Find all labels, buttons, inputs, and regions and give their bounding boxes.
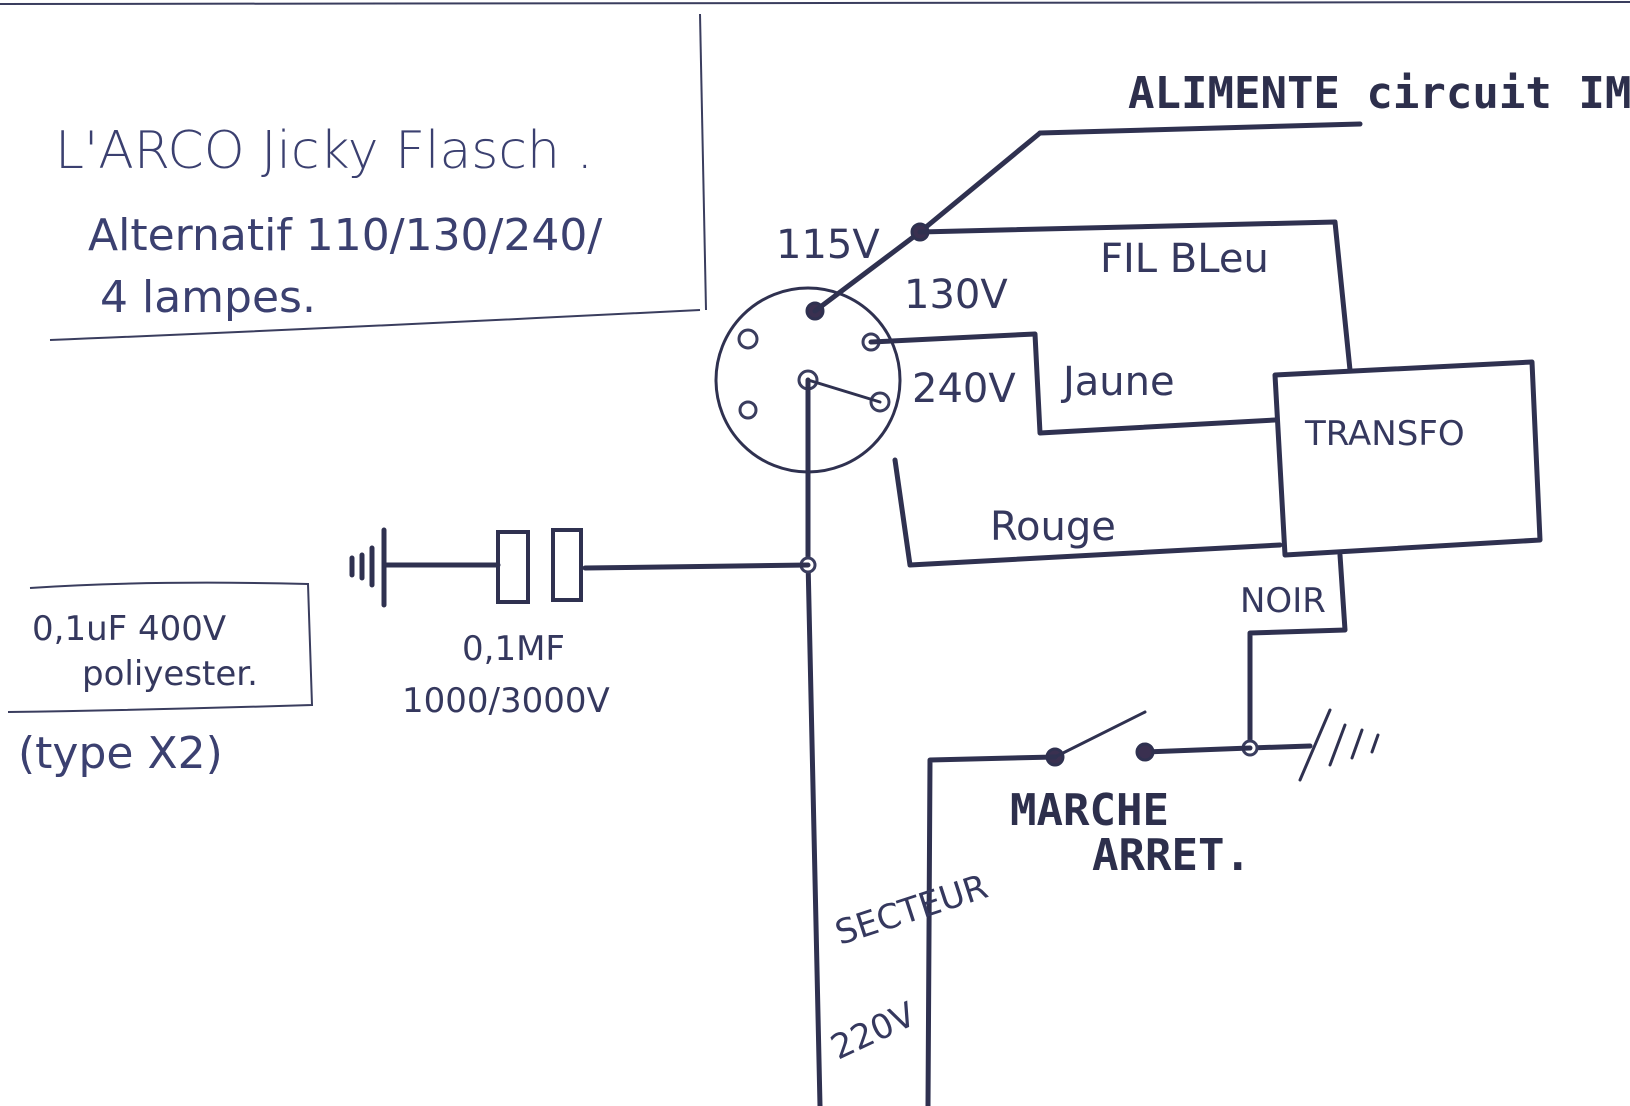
transformer: TRANSFO (1272, 359, 1543, 558)
ground-lead (1247, 743, 1313, 751)
red-wire (892, 457, 1283, 568)
title-line-3: 4 lampes. (100, 272, 316, 323)
selector-terminal-spare-1 (737, 328, 759, 350)
switch-right-lead (1142, 745, 1253, 755)
supply-underline-wire (1037, 121, 1363, 136)
note-line-1: 0,1uF 400V (32, 609, 226, 649)
capacitor-rating: 1000/3000V (402, 681, 610, 721)
title-block: L'ARCO Jicky Flasch . Alternatif 110/130… (55, 121, 602, 323)
switch-lever (1053, 710, 1147, 759)
mains-common-wire (805, 377, 823, 1106)
note-type: (type X2) (18, 728, 223, 779)
on-off-switch: MARCHE ARRET. (925, 710, 1259, 1106)
switch-label-line-2: ARRET. (1092, 830, 1251, 881)
black-wire-label: NOIR (1240, 581, 1326, 621)
capacitor-plate-right (551, 528, 583, 602)
blue-wire (917, 219, 1353, 373)
voltage-selector: 115V 130V 240V (714, 222, 1016, 474)
note-box-frame (7, 581, 314, 713)
title-box-bottom-edge (49, 309, 701, 341)
capacitor-value: 0,1MF (462, 629, 565, 669)
red-wire-label: Rouge (990, 504, 1116, 550)
title-line-1: L'ARCO Jicky Flasch . (55, 121, 593, 181)
switch-contact-right (1135, 742, 1155, 762)
mains-label: SECTEUR (830, 867, 992, 954)
mains-voltage-label: 220V (825, 995, 922, 1069)
title-line-2: Alternatif 110/130/240/ (88, 210, 602, 261)
transformer-box (1272, 359, 1543, 558)
paper-top-edge (0, 1, 1630, 5)
switch-left-lead (925, 754, 1058, 1106)
black-wire (1247, 552, 1348, 751)
switch-label-line-1: MARCHE (1010, 785, 1169, 836)
tap-label-130v: 130V (904, 272, 1008, 318)
note-line-2: poliyester. (82, 654, 258, 694)
tap-label-240v: 240V (912, 366, 1016, 412)
transformer-label: TRANSFO (1304, 414, 1465, 454)
selector-arm (806, 378, 882, 404)
capacitor-note: 0,1uF 400V poliyester. (type X2) (7, 581, 314, 779)
capacitor-right-lead (582, 562, 811, 571)
tap-label-115v: 115V (776, 222, 880, 268)
mains-input: SECTEUR 220V (825, 867, 993, 1068)
earth-icon (349, 527, 387, 608)
yellow-wire-label: Jaune (1060, 359, 1175, 405)
capacitor-plate-left (496, 530, 530, 604)
capacitor: 0,1MF 1000/3000V (349, 527, 811, 721)
selector-terminal-spare-2 (738, 400, 758, 420)
supply-label: ALIMENTE circuit IMPRIM (1128, 68, 1630, 119)
title-box-right-edge (699, 13, 707, 311)
ground-icon (1298, 708, 1380, 782)
blue-wire-label: FIL BLeu (1100, 236, 1269, 282)
yellow-wire (868, 331, 1278, 436)
